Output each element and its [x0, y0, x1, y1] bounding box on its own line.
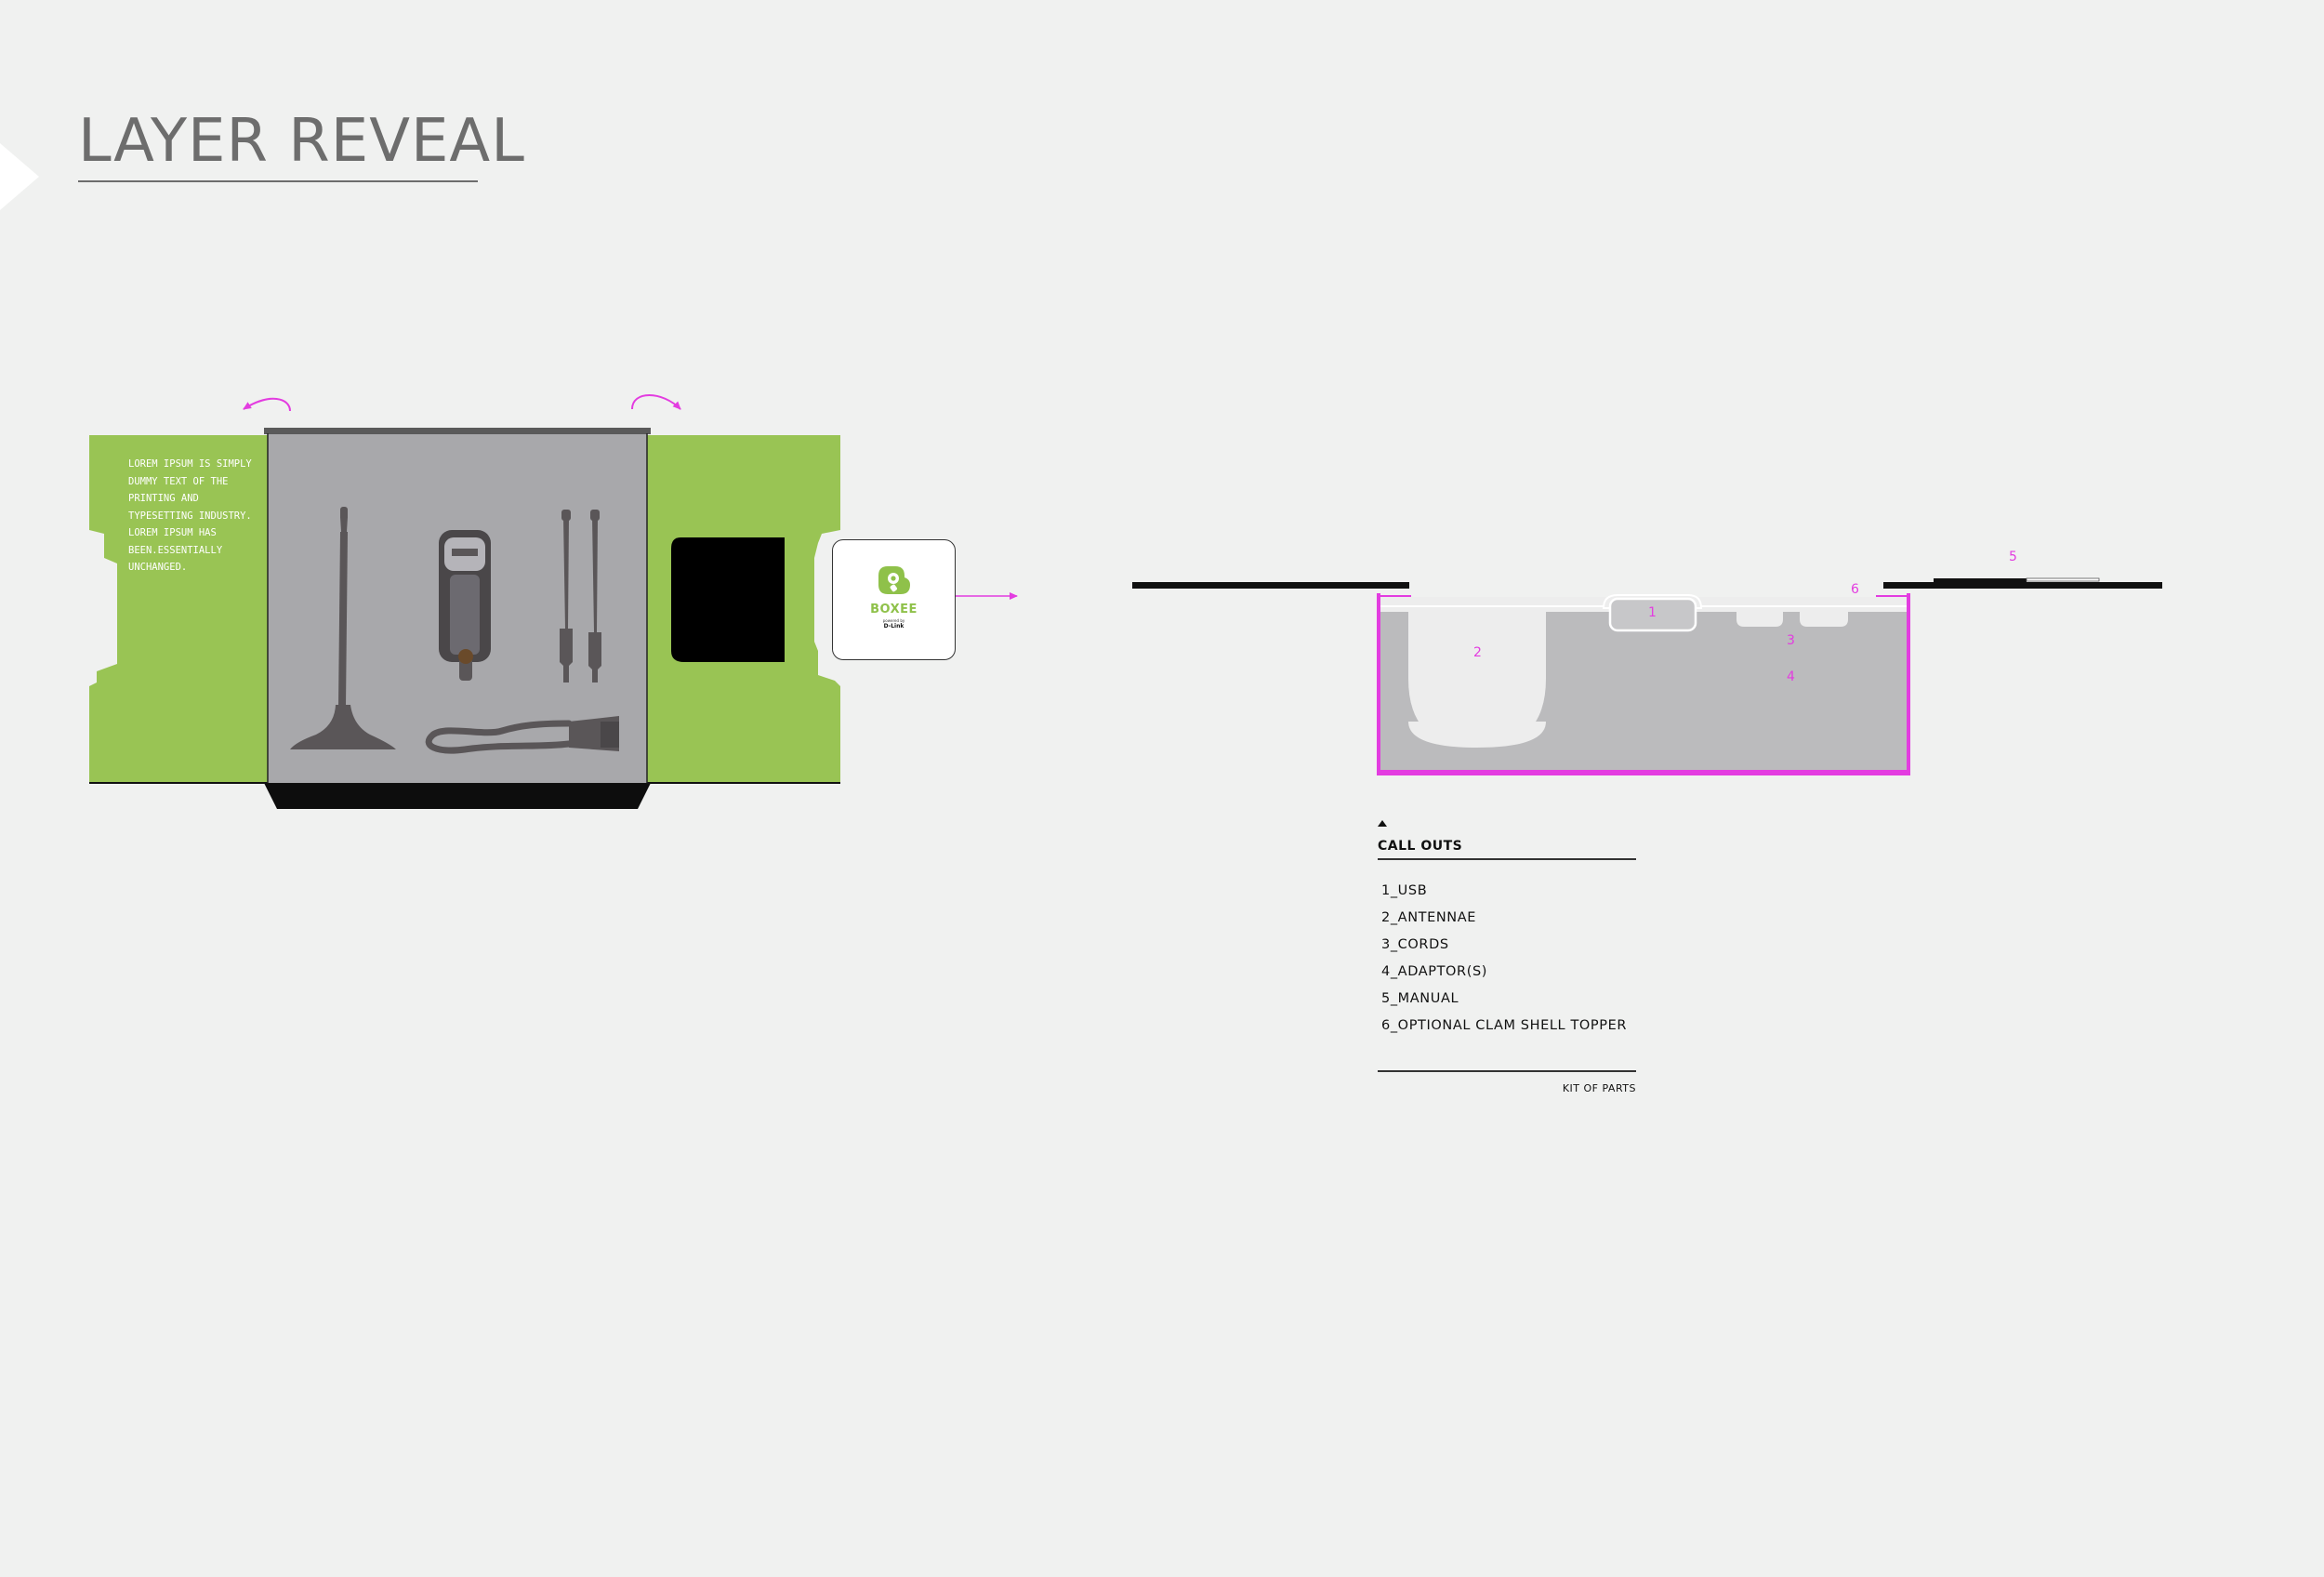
antenna-item [290, 507, 396, 749]
cord-pocket-1 [1736, 610, 1783, 627]
callout-item: 4_ADAPTOR(S) [1381, 964, 1488, 979]
topper-outline [1377, 593, 1910, 775]
callout-3: 3 [1787, 633, 1795, 648]
callout-2: 2 [1473, 645, 1482, 660]
package-open-view [89, 394, 1018, 809]
logo-tagline: powered by [882, 618, 905, 623]
flap-description-text: LOREM IPSUM IS SIMPLY DUMMY TEXT OF THE … [128, 458, 252, 573]
callout-1: 1 [1648, 605, 1657, 620]
callout-item: 6_OPTIONAL CLAM SHELL TOPPER [1381, 1018, 1628, 1033]
boxee-logo-card: BOXEE powered by D-Link [832, 539, 956, 660]
flap-window [671, 537, 785, 662]
callout-4: 4 [1787, 669, 1795, 684]
page-marker-arrow [0, 143, 39, 210]
callout-5: 5 [2009, 550, 2017, 564]
callout-item: 5_MANUAL [1381, 991, 1459, 1006]
callout-item: 1_USB [1381, 883, 1428, 898]
arrow-curved-right-icon [631, 394, 681, 410]
logo-wordmark: BOXEE [870, 603, 918, 616]
legend-heading: CALL OUTS [1378, 839, 1463, 854]
logo-brand: D-Link [883, 623, 905, 629]
manual-item [1934, 578, 2027, 582]
package-base [262, 779, 653, 809]
right-lid [1883, 582, 2162, 589]
page-title: LAYER REVEAL [78, 107, 525, 176]
antenna-cavity [1408, 610, 1546, 748]
callout-item: 2_ANTENNAE [1381, 910, 1477, 925]
callout-item: 3_CORDS [1381, 937, 1449, 952]
usb-adapter-item [439, 530, 491, 681]
arrow-curved-left-icon [243, 397, 291, 412]
legend-top-rule [1378, 858, 1636, 860]
boxee-logo-icon [878, 566, 910, 594]
title-underline [78, 180, 478, 182]
callout-list: 1_USB 2_ANTENNAE 3_CORDS 4_ADAPTOR(S) 5_… [1381, 881, 1627, 1043]
callout-6: 6 [1851, 582, 1859, 597]
cord-pocket-2 [1800, 610, 1848, 627]
left-lid [1132, 582, 1409, 589]
legend-footer: KIT OF PARTS [1562, 1082, 1636, 1094]
left-flap [89, 435, 268, 783]
section-tray-lower [1379, 722, 1908, 774]
legend-caret-icon [1378, 820, 1387, 827]
legend-bottom-rule [1378, 1070, 1636, 1072]
cords-item [560, 510, 601, 682]
cable-item [425, 716, 619, 754]
package-section-view [1132, 577, 2162, 775]
